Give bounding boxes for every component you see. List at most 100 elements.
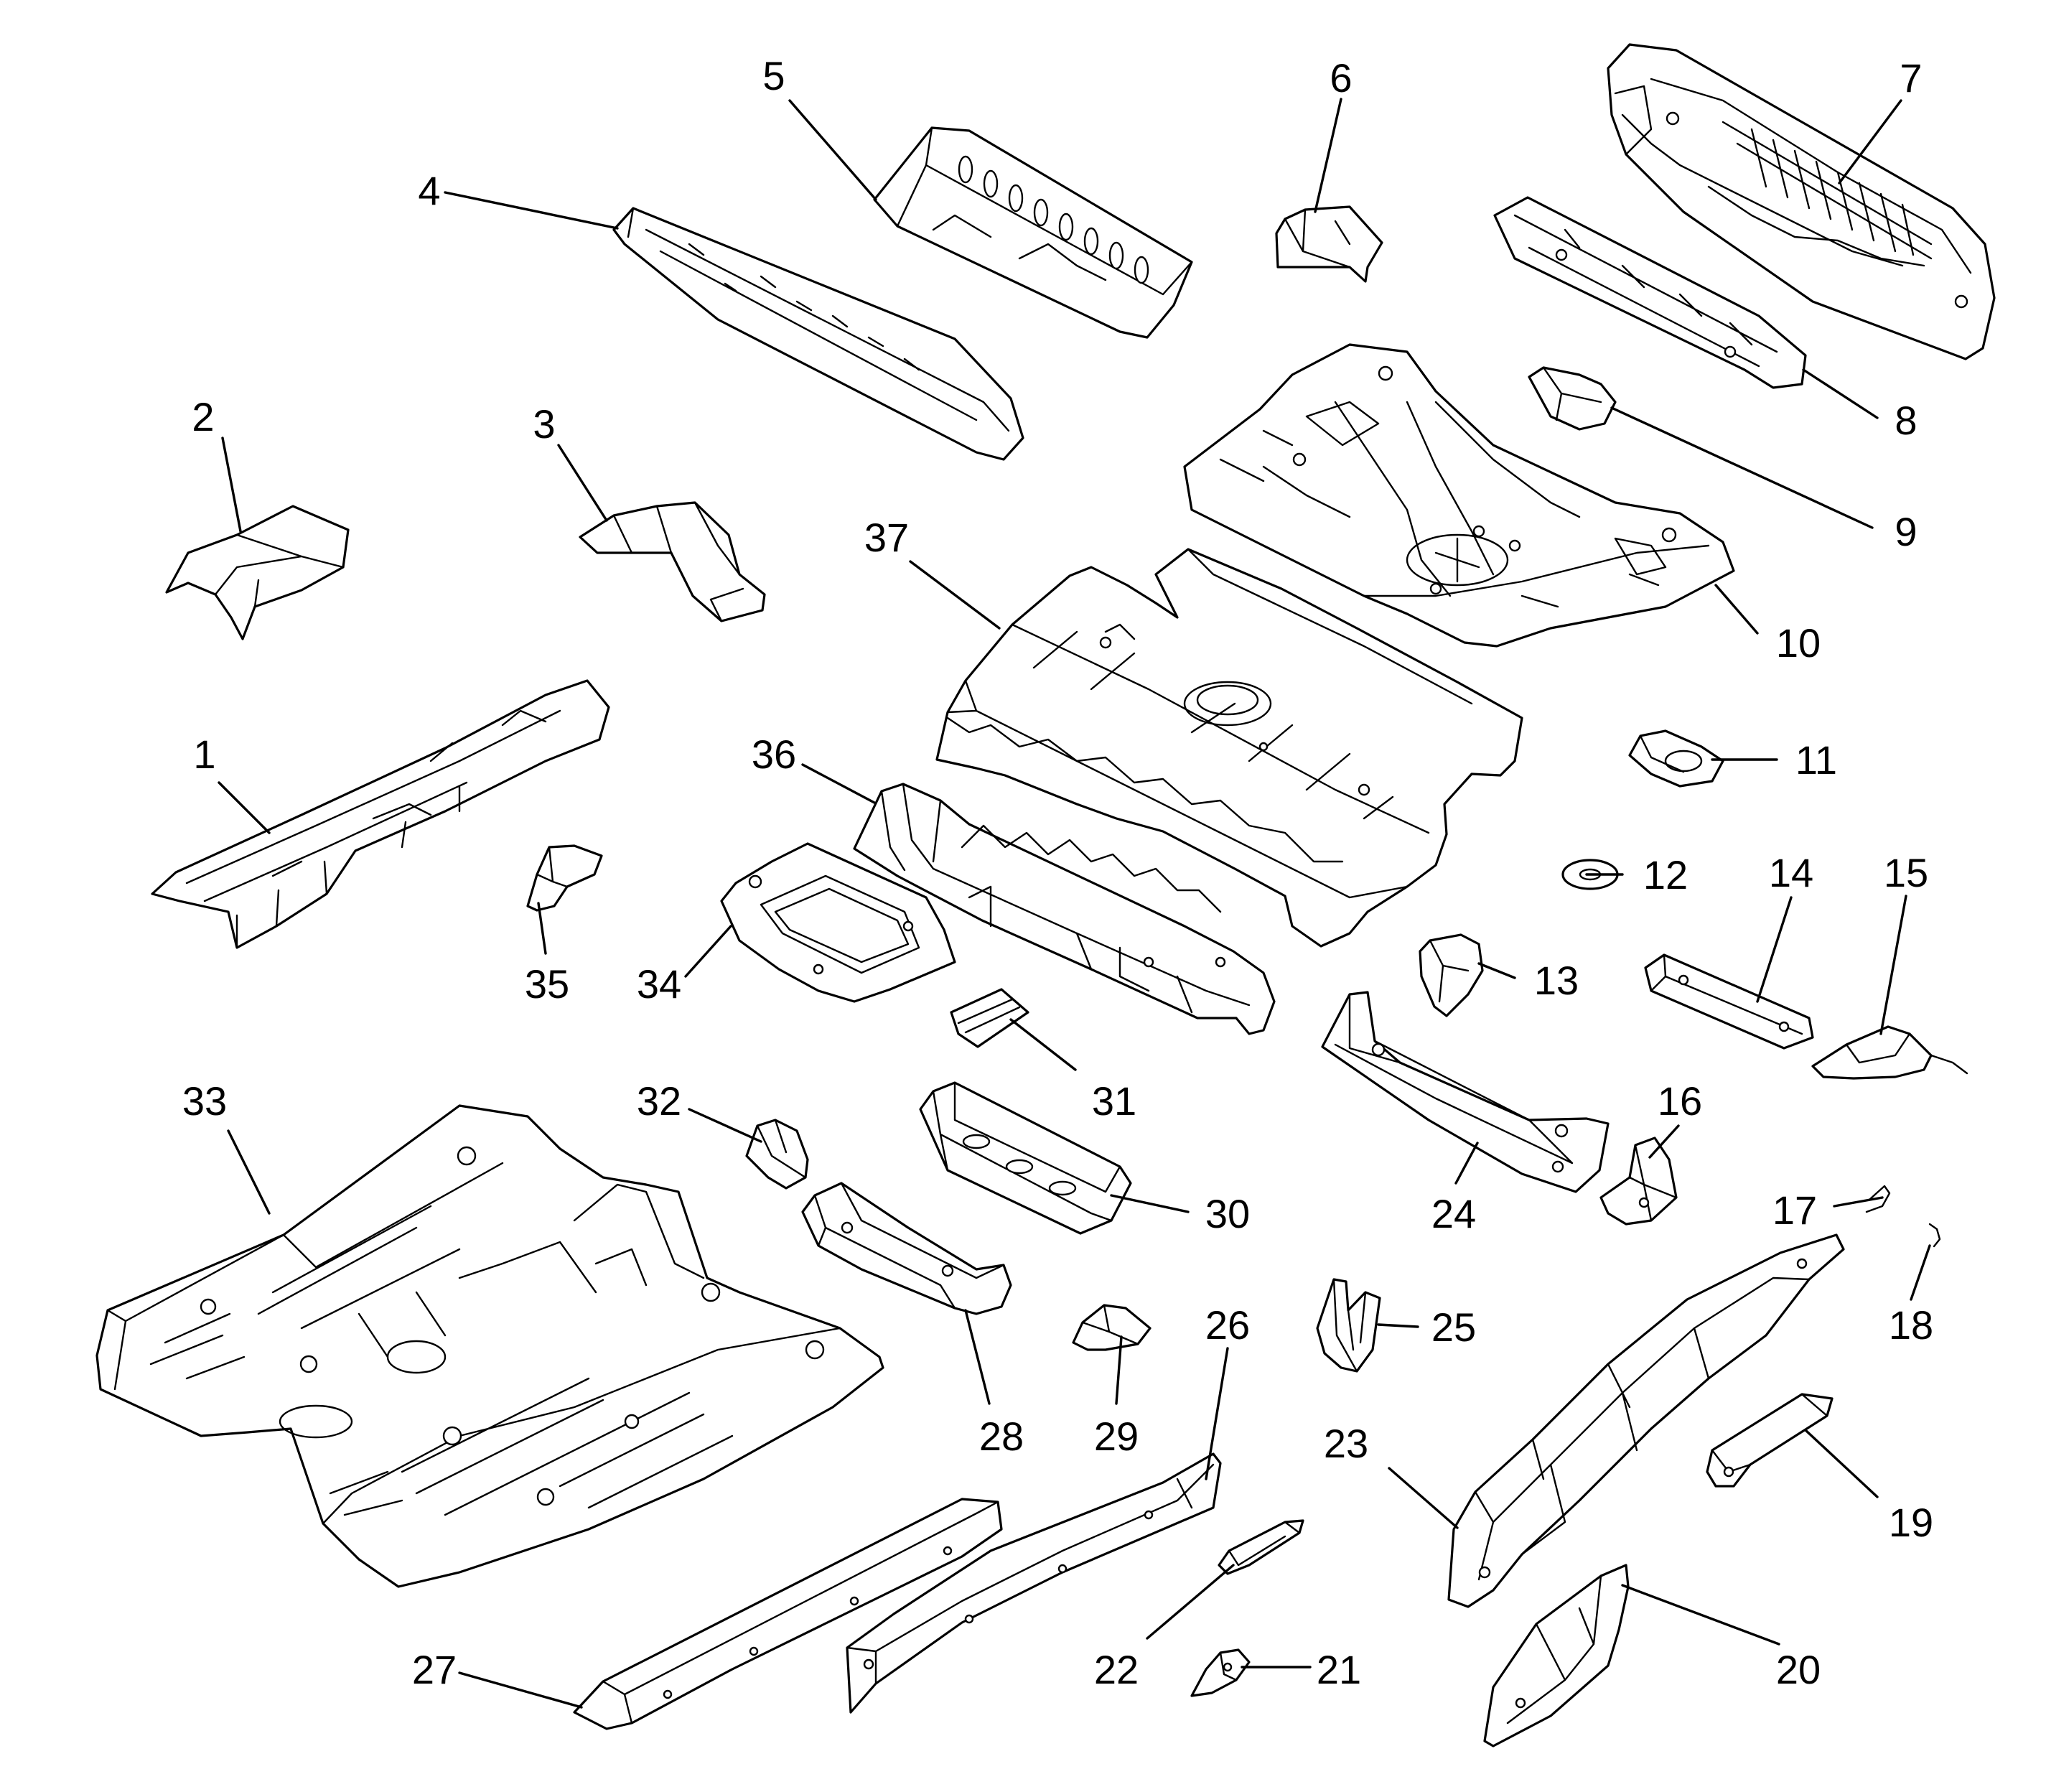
part-20-drawing [1483,1564,1630,1747]
callout-9: 9 [1895,509,1917,554]
callout-26: 26 [1205,1302,1250,1348]
callout-16: 16 [1658,1078,1702,1124]
leader-2 [221,437,242,533]
leader-3 [557,444,608,522]
callout-35: 35 [525,961,569,1007]
leader-13 [1477,962,1516,979]
part-37-drawing [935,548,1523,948]
leader-18 [1910,1244,1931,1301]
callout-10: 10 [1776,620,1821,666]
leader-35 [537,902,547,955]
callout-13: 13 [1534,958,1579,1003]
callout-7: 7 [1900,55,1922,101]
leader-19 [1804,1429,1879,1498]
callout-5: 5 [762,53,785,98]
callout-8: 8 [1895,398,1917,443]
callout-19: 19 [1889,1500,1933,1545]
part-33-drawing [95,1104,884,1588]
leader-14 [1756,896,1793,1003]
leader-22 [1146,1564,1235,1640]
part-9-drawing [1528,366,1617,431]
callout-18: 18 [1889,1302,1933,1348]
part-14-drawing [1644,953,1814,1050]
callout-11: 11 [1795,737,1837,783]
part-13-drawing [1419,933,1484,1017]
leader-36 [801,763,876,804]
part-4-drawing [612,207,1024,461]
part-34-drawing [720,842,956,1003]
leader-30 [1110,1194,1190,1213]
leader-32 [688,1108,762,1143]
leader-17 [1833,1196,1884,1208]
callout-30: 30 [1205,1191,1250,1236]
leader-23 [1388,1467,1459,1529]
part-23-drawing [1447,1233,1845,1608]
part-35-drawing [526,844,603,912]
callout-23: 23 [1324,1421,1368,1466]
part-10-drawing [1183,343,1735,648]
callout-33: 33 [182,1078,227,1124]
leader-4 [444,191,619,230]
leader-6 [1314,98,1342,213]
leader-28 [964,1309,991,1405]
callout-3: 3 [533,401,555,447]
leader-34 [684,925,732,978]
callout-20: 20 [1776,1647,1821,1692]
callout-25: 25 [1431,1305,1476,1350]
part-7-drawing [1607,43,1996,360]
callout-36: 36 [752,732,796,777]
leader-25 [1377,1323,1419,1328]
callout-4: 4 [418,168,440,213]
leader-20 [1621,1584,1780,1646]
part-22-drawing [1218,1519,1304,1575]
part-3-drawing [579,501,766,622]
leader-29 [1115,1335,1123,1405]
part-2-drawing [165,505,350,640]
callout-31: 31 [1092,1078,1136,1124]
callout-22: 22 [1094,1647,1139,1692]
leader-8 [1802,368,1879,419]
callout-14: 14 [1769,850,1813,895]
leader-10 [1714,584,1759,635]
leader-33 [227,1129,271,1215]
part-26-drawing [846,1452,1222,1714]
leader-31 [1009,1018,1077,1071]
part-27-drawing [573,1498,1003,1730]
part-21-drawing [1190,1648,1251,1697]
leader-9 [1610,406,1874,529]
leader-16 [1648,1124,1680,1159]
leader-24 [1454,1142,1479,1185]
callout-6: 6 [1330,55,1352,101]
part-30-drawing [919,1081,1132,1235]
part-5-drawing [873,126,1193,339]
leader-15 [1879,895,1907,1035]
part-17-drawing [1865,1185,1891,1213]
part-8-drawing [1493,196,1807,389]
part-32-drawing [745,1119,809,1190]
part-11-drawing [1628,729,1724,788]
part-25-drawing [1316,1278,1381,1373]
part-6-drawing [1275,205,1383,283]
part-15-drawing [1811,1025,1968,1080]
callout-21: 21 [1317,1647,1361,1692]
part-29-drawing [1072,1304,1152,1351]
leader-7 [1838,99,1902,185]
part-1-drawing [151,679,610,949]
callout-2: 2 [192,394,214,439]
callout-15: 15 [1884,850,1928,895]
leader-1 [218,781,271,834]
callout-37: 37 [864,515,909,560]
callout-32: 32 [637,1078,681,1124]
callout-24: 24 [1431,1191,1476,1236]
part-16-drawing [1599,1137,1678,1226]
callout-28: 28 [979,1414,1024,1459]
part-28-drawing [801,1182,1012,1315]
part-36-drawing [853,783,1276,1035]
leader-27 [458,1671,583,1709]
part-18-drawing [1928,1223,1941,1248]
callout-17: 17 [1772,1187,1817,1233]
part-19-drawing [1706,1393,1834,1488]
callout-12: 12 [1643,852,1688,897]
callout-34: 34 [637,961,681,1007]
